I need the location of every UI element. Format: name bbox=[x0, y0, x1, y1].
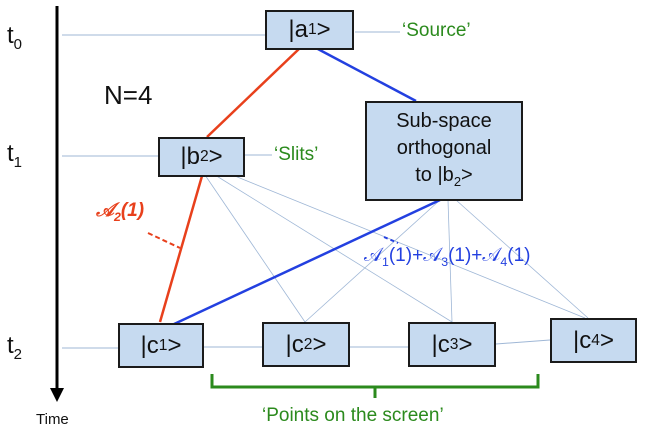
points-label: ‘Points on the screen’ bbox=[262, 405, 444, 426]
subspace-line3: to |b2> bbox=[415, 163, 473, 189]
time-axis-arrowhead bbox=[50, 388, 64, 402]
fan-sub-c3 bbox=[447, 199, 453, 323]
red-path-b2-c1 bbox=[158, 175, 204, 323]
time-label-t0: t0 bbox=[7, 22, 23, 53]
time-label-t2: t2 bbox=[7, 332, 23, 363]
time-label-t1: t1 bbox=[7, 140, 23, 171]
fan-b2-c2 bbox=[204, 174, 306, 323]
screen-bracket bbox=[210, 374, 540, 398]
subspace-box: Sub-space orthogonal to |b2> bbox=[365, 101, 523, 201]
subspace-line2: orthogonal bbox=[396, 136, 492, 159]
red-amplitude-pointer bbox=[147, 232, 181, 249]
n-label: N=4 bbox=[104, 80, 153, 110]
guide-c3-c4 bbox=[495, 339, 551, 345]
blue-path-subspace-c1 bbox=[171, 198, 441, 327]
amplitude-blue: 𝒜1(1)+𝒜3(1)+𝒜4(1) bbox=[364, 245, 531, 269]
source-label: ‘Source’ bbox=[402, 20, 471, 41]
time-axis-label: Time bbox=[36, 411, 69, 428]
red-path-a1-b2 bbox=[206, 47, 301, 138]
fan-sub-c4 bbox=[455, 199, 589, 319]
blue-path-a1-subspace bbox=[315, 46, 417, 103]
slits-label: ‘Slits’ bbox=[274, 144, 319, 165]
fan-b2-c4 bbox=[224, 171, 586, 319]
blue-amplitude-pointer bbox=[383, 236, 399, 244]
amplitude-red: 𝒜2(1) bbox=[96, 200, 145, 224]
subspace-line1: Sub-space bbox=[396, 109, 492, 132]
fan-sub-c2 bbox=[304, 199, 441, 323]
